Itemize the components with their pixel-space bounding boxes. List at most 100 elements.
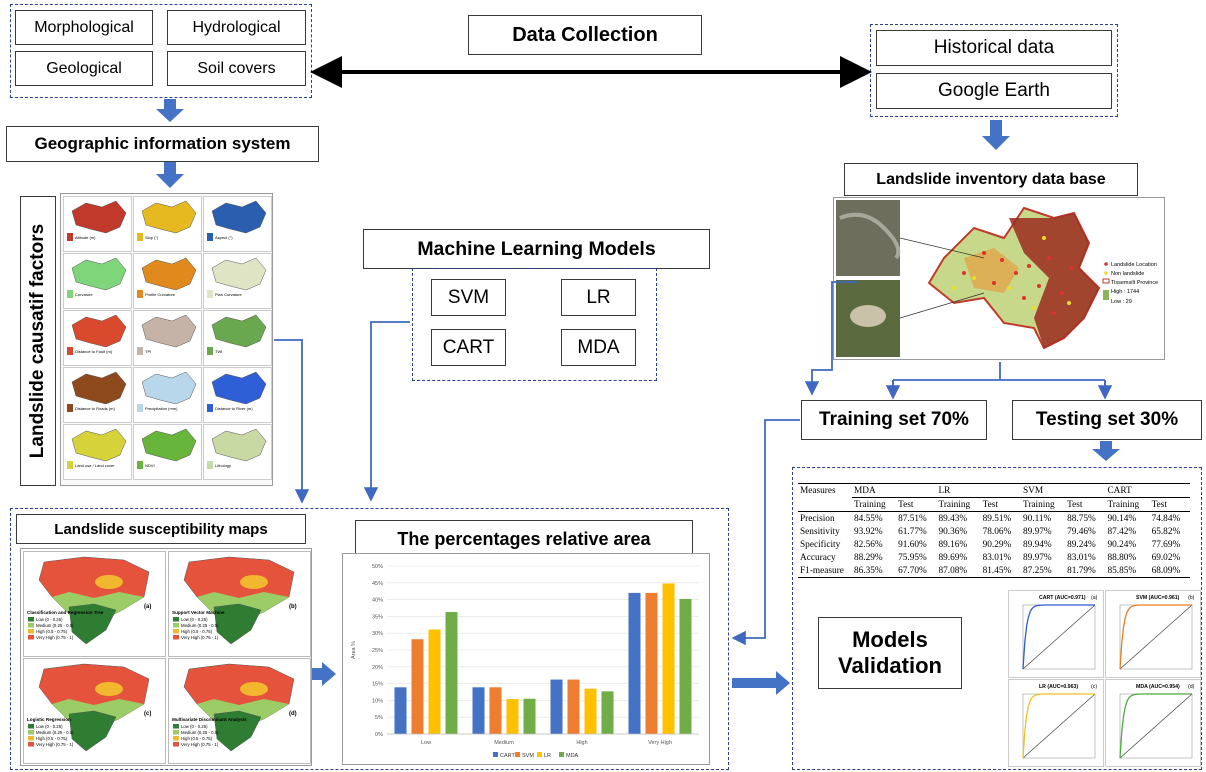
factor-map: Slop (°) — [133, 196, 202, 252]
risk-zone-high — [95, 575, 123, 589]
chart-bar — [506, 699, 519, 734]
table-cell: 81.45% — [982, 565, 1012, 576]
roc-letter: (a) — [1091, 595, 1098, 601]
y-tick-label: 45% — [372, 581, 383, 587]
table-subheader: Training — [938, 499, 971, 510]
legend-swatch — [173, 617, 179, 622]
factor-map: Distance to Fault (m) — [63, 310, 132, 366]
factor-map: Distance to River (m) — [203, 367, 272, 423]
area-chart: 0%5%10%15%20%25%30%35%40%45%50%Area %Low… — [342, 553, 710, 765]
table-cell: 85.85% — [1107, 565, 1137, 576]
roc-curve — [1119, 604, 1192, 670]
factor-map-title: Distance to Fault (m) — [75, 349, 113, 354]
roc-title: LR (AUC=0.963) — [1039, 684, 1078, 690]
factor-map: Altitude (m) — [63, 196, 132, 252]
roc-title: MDA (AUC=0.954) — [1136, 684, 1180, 690]
legend-swatch — [173, 736, 179, 741]
table-cell: 86.35% — [854, 565, 883, 576]
table-row-label: Sensitivity — [800, 526, 840, 537]
susceptibility-map-letter: (d) — [289, 711, 297, 717]
susceptibility-map-letter: (b) — [289, 604, 297, 610]
table-cell: 89.43% — [938, 513, 968, 524]
data-sources-group — [10, 4, 312, 98]
factor-map: Plan Curvature — [203, 253, 272, 309]
ml-models-title: Machine Learning Models — [363, 229, 710, 269]
risk-zone-high — [240, 682, 268, 696]
legend-swatch — [28, 724, 34, 729]
factor-map: TWI — [203, 310, 272, 366]
factor-map-title: Distance to River (m) — [215, 406, 253, 411]
factor-map-title: Precipitation (mm) — [145, 406, 178, 411]
satellite-photo-top — [836, 200, 900, 276]
factor-map: TPI — [133, 310, 202, 366]
table-cell: 89.69% — [938, 552, 968, 563]
susceptibility-map-name: Classification and Regression Tree — [27, 610, 104, 615]
source-geological: Geological — [15, 51, 153, 86]
legend-province: Tissemsilt Province — [1111, 280, 1158, 286]
factor-map-title: TPI — [145, 349, 151, 354]
table-cell: 90.11% — [1022, 513, 1052, 524]
factor-map: Profile Curvature — [133, 253, 202, 309]
roc-curve — [1022, 604, 1095, 670]
roc-curves: CART (AUC=0.971)(a)SVM (AUC=0.961)(b)LR … — [1008, 590, 1201, 767]
legend-swatch — [537, 752, 542, 757]
factor-map-title: Aspect (°) — [215, 235, 233, 240]
factor-map: Land use / Land cover — [63, 424, 132, 480]
table-cell: 87.51% — [898, 513, 927, 524]
chart-bar — [662, 583, 675, 734]
factor-map: Curvature — [63, 253, 132, 309]
susceptibility-group — [10, 508, 729, 770]
risk-zone-high — [240, 575, 268, 589]
susceptibility-map-letter: (c) — [144, 711, 151, 717]
factor-map-shape — [141, 257, 197, 291]
arrow-testing-to-validation — [1092, 441, 1120, 461]
legend-label: Low (0 - 0.25) — [181, 617, 208, 622]
table-cell: 87.42% — [1107, 526, 1137, 537]
risk-zone-low — [213, 710, 262, 752]
factor-map: Lithology — [203, 424, 272, 480]
chart-bar — [411, 639, 424, 734]
model-svm: SVM — [431, 279, 506, 316]
factor-map-shape — [211, 371, 267, 405]
legend-non-landslide: Non landslide — [1111, 271, 1144, 277]
legend-swatch — [173, 742, 179, 747]
table-subheader: Test — [898, 499, 914, 510]
legend-label: Very High (0.75 - 1) — [181, 742, 219, 747]
factor-map-shape — [71, 314, 127, 348]
legend-swatch — [493, 752, 498, 757]
roc-title: CART (AUC=0.971) — [1039, 595, 1086, 601]
y-tick-label: 20% — [372, 665, 383, 671]
table-cell: 74.84% — [1151, 513, 1181, 524]
chart-bar — [584, 688, 597, 734]
roc-letter: (c) — [1091, 684, 1097, 690]
ml-models-group — [412, 268, 657, 381]
legend-swatch — [173, 623, 179, 628]
y-tick-label: 50% — [372, 564, 383, 570]
table-cell: 78.06% — [982, 526, 1012, 537]
legend-swatch — [515, 752, 520, 757]
y-tick-label: 30% — [372, 631, 383, 637]
y-axis-label: Area % — [351, 641, 357, 659]
table-cell: 68.09% — [1151, 565, 1181, 576]
roc-panel: CART (AUC=0.971) (a) — [1008, 590, 1104, 678]
factor-map-shape — [211, 200, 267, 234]
table-cell: 61.77% — [898, 526, 927, 537]
roc-letter: (b) — [1188, 595, 1195, 601]
factor-map: Aspect (°) — [203, 196, 272, 252]
chart-bar — [550, 679, 563, 734]
table-model-header: LR — [936, 483, 1021, 498]
legend-label: Medium (0.25 - 0.5) — [36, 730, 74, 735]
factor-map-title: Lithology — [215, 463, 231, 468]
factor-map-shape — [141, 428, 197, 462]
table-model-header: SVM — [1020, 483, 1106, 498]
chart-bar — [645, 592, 658, 734]
legend-swatch — [173, 730, 179, 735]
table-cell: 88.29% — [854, 552, 883, 563]
legend-landslide-location: Landslide Location — [1111, 262, 1157, 268]
